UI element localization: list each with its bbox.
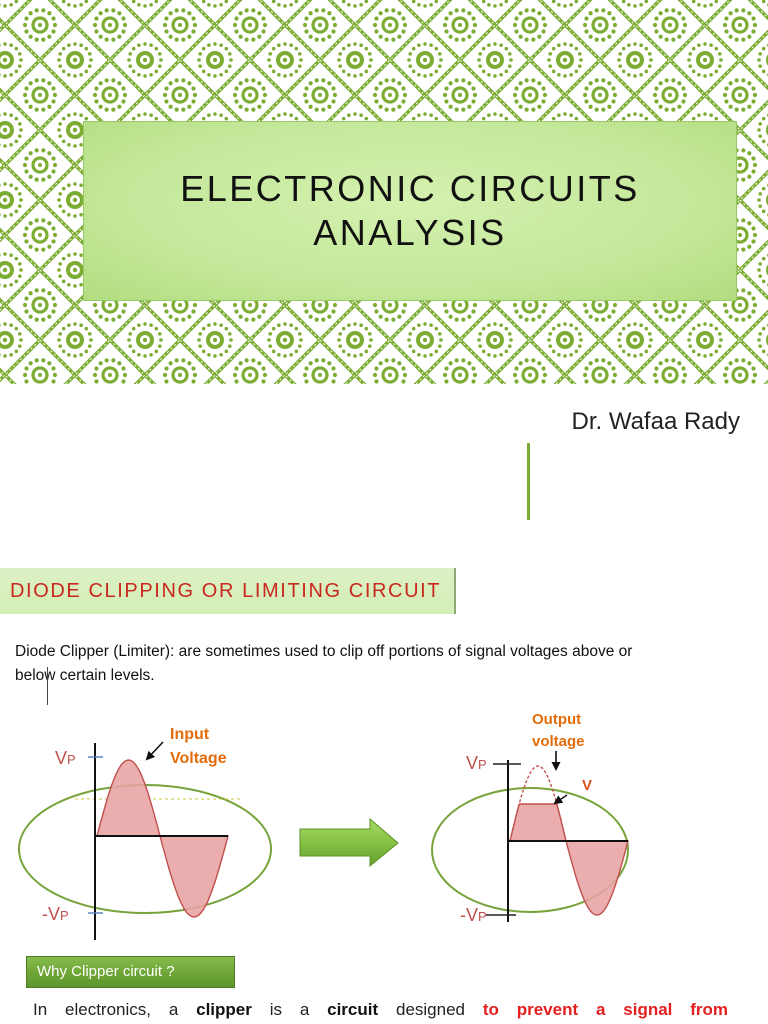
paragraph-text: In electronics, a <box>33 1000 197 1019</box>
why-clipper-heading-box: Why Clipper circuit ? <box>26 956 235 988</box>
clip-level-label: V <box>582 777 592 794</box>
input-wave-negative-half <box>159 835 229 918</box>
paragraph-bold-term-clipper: clipper <box>196 1000 252 1019</box>
output-wave-negative-half <box>565 840 629 916</box>
neg-vp-subscript-text: P <box>60 908 69 923</box>
input-vp-label: VP <box>55 748 76 768</box>
paragraph-text: designed <box>378 1000 483 1019</box>
clip-level-arrow <box>553 794 568 805</box>
vp-subscript-text: P <box>478 757 487 772</box>
author-divider-line <box>527 443 530 520</box>
input-waveform-diagram: VP -VP Input Voltage <box>18 726 272 940</box>
input-voltage-label-line-1: Input <box>170 726 210 743</box>
intro-text-line-1: Diode Clipper (Limiter): are sometimes u… <box>15 643 633 660</box>
content-slide-title: DIODE CLIPPING OR LIMITING CIRCUIT <box>10 580 442 602</box>
output-waveform-diagram: VP -VP Output voltage V <box>431 711 629 925</box>
slide-title-line-2: ANALYSIS <box>313 212 507 253</box>
author-name: Dr. Wafaa Rady <box>571 408 740 435</box>
paragraph-emphasis-text: to prevent a signal from <box>482 1000 728 1019</box>
vp-main-text: V <box>55 748 67 768</box>
right-arrow-icon <box>299 817 399 868</box>
input-voltage-label-line-2: Voltage <box>170 750 227 767</box>
output-vp-label: VP <box>466 753 487 773</box>
output-neg-vp-label: -VP <box>460 905 487 925</box>
neg-vp-subscript-text: P <box>478 909 487 924</box>
vp-main-text: V <box>466 753 478 773</box>
input-neg-vp-label: -VP <box>42 904 69 924</box>
slide-title-line-1: ELECTRONIC CIRCUITS <box>180 168 640 209</box>
paragraph-text: is a <box>251 1000 328 1019</box>
neg-vp-main-text: -V <box>42 904 60 924</box>
output-voltage-label-line-2: voltage <box>532 733 585 750</box>
paragraph-bold-term-circuit: circuit <box>327 1000 379 1019</box>
vp-subscript-text: P <box>67 752 76 767</box>
clipper-definition-paragraph: In electronics, a clipper is a circuit d… <box>33 999 728 1021</box>
slide-title-bar: DIODE CLIPPING OR LIMITING CIRCUIT <box>0 568 456 614</box>
text-cursor-line <box>47 667 48 705</box>
output-wave-clipped-positive-half <box>509 803 567 842</box>
neg-vp-main-text: -V <box>460 905 478 925</box>
intro-text-line-2: below certain levels. <box>15 667 155 684</box>
input-label-arrow <box>145 741 164 761</box>
clipper-diagram: VP -VP Input Voltage VP -VP <box>18 711 629 940</box>
output-voltage-label-line-1: Output <box>532 711 581 728</box>
output-ellipse <box>431 787 629 913</box>
title-box: ELECTRONIC CIRCUITS ANALYSIS <box>83 121 737 301</box>
input-wave-positive-half <box>96 759 161 837</box>
